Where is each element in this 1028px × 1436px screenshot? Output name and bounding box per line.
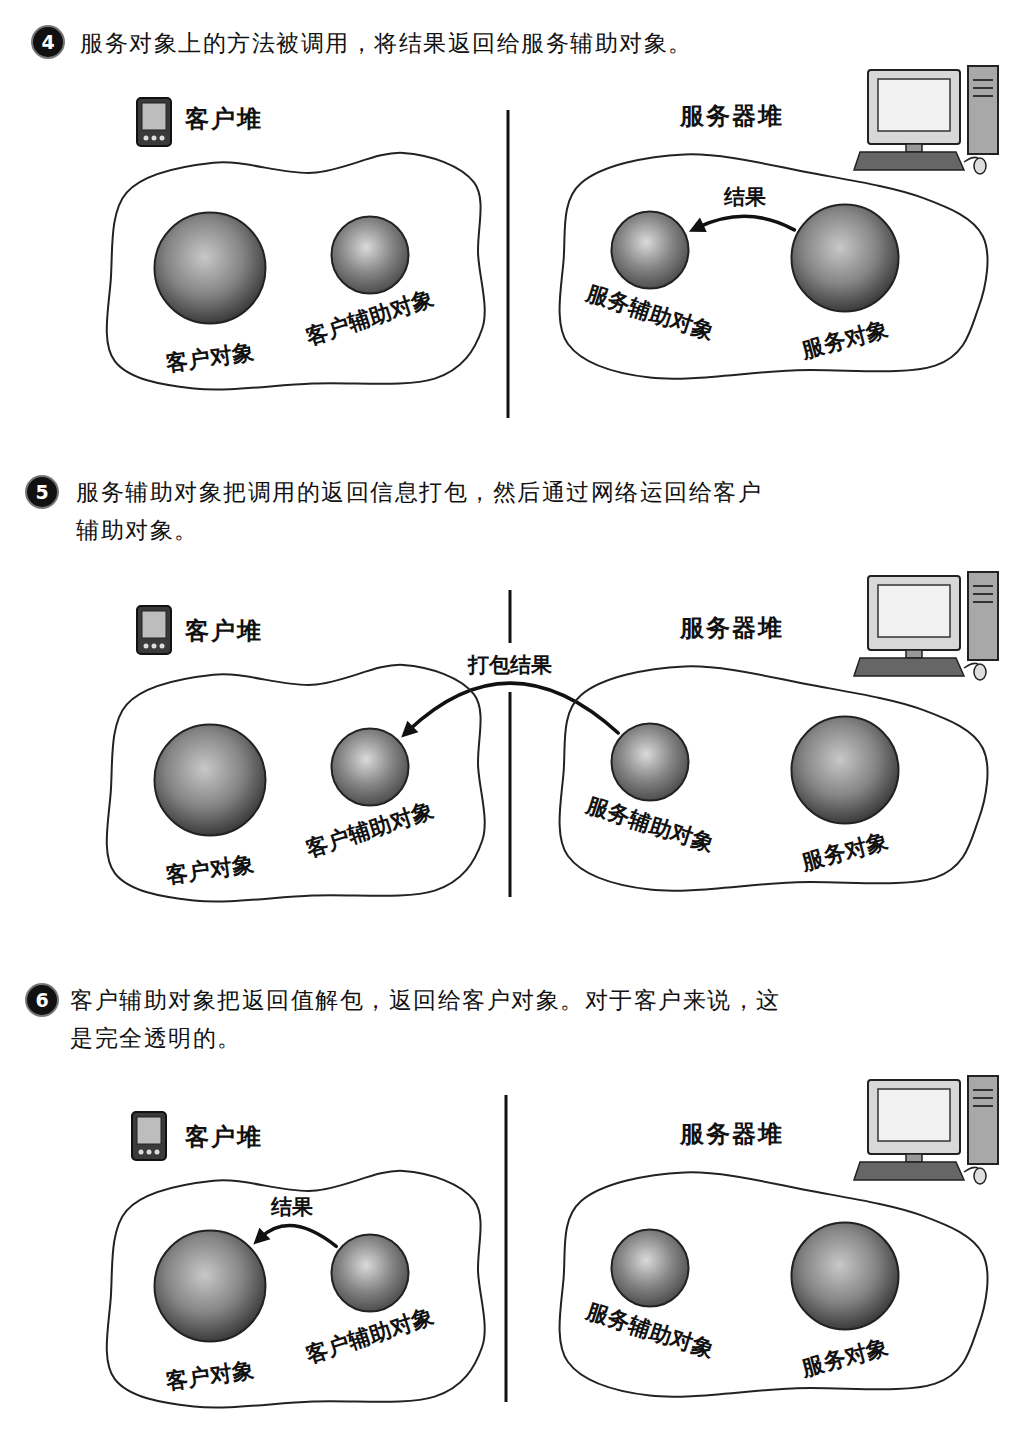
step-text: 服务辅助对象把调用的返回信息打包，然后通过网络运回给客户 辅助对象。 [76,473,776,549]
sphere [790,203,900,313]
object-sphere: 客户对象 [115,723,305,895]
sphere [610,210,690,290]
sphere [153,1229,267,1343]
callout-number: 6 [27,985,57,1015]
step-text: 客户辅助对象把返回值解包，返回给客户对象。对于客户来说，这 是完全透明的。 [70,981,792,1057]
object-sphere: 客户辅助对象 [275,727,465,855]
step-text: 服务对象上的方法被调用，将结果返回给服务辅助对象。 [80,24,980,62]
object-label: 服务对象 [749,813,940,891]
heap-region: 客户堆客户对象客户辅助对象 [95,1113,490,1413]
object-sphere: 服务对象 [750,203,940,365]
heap-heading: 服务器堆 [680,100,784,132]
sphere [790,715,900,825]
sphere [330,1233,410,1313]
heap-heading: 客户堆 [185,1121,263,1153]
heap-region: 服务器堆服务辅助对象服务对象 [555,92,987,384]
edge-label: 结果 [267,1193,317,1221]
heap-heading: 服务器堆 [680,1118,784,1150]
edge-label: 结果 [720,183,770,211]
object-sphere: 客户对象 [115,1229,305,1401]
sphere [153,211,267,325]
result-arrow [689,216,794,232]
callout-number: 4 [33,27,63,57]
sphere [153,723,267,837]
object-label: 客户对象 [114,1348,306,1404]
sphere [610,722,690,802]
object-label: 服务对象 [749,1319,940,1397]
sphere [330,727,410,807]
object-label: 客户对象 [114,842,306,898]
callout-number: 5 [27,477,57,507]
object-sphere: 客户辅助对象 [275,215,465,343]
heap-heading: 客户堆 [185,103,263,135]
pda-icon [137,98,171,146]
heap-region: 客户堆客户对象客户辅助对象 [95,95,490,395]
object-sphere: 客户辅助对象 [275,1233,465,1361]
result-arrow [253,1225,336,1246]
sphere [790,1221,900,1331]
object-sphere: 客户对象 [115,211,305,383]
divider-line [506,110,510,1402]
computer-icon [854,1076,998,1184]
computer-icon [854,66,998,174]
edge-label: 打包结果 [464,651,556,679]
object-sphere: 服务辅助对象 [555,1228,745,1356]
heap-region: 客户堆客户对象客户辅助对象 [95,607,490,907]
object-sphere: 服务辅助对象 [555,210,745,338]
sphere [330,215,410,295]
object-sphere: 服务对象 [750,715,940,877]
heap-region: 服务器堆服务辅助对象服务对象 [555,1110,987,1402]
heap-heading: 客户堆 [185,615,263,647]
computer-icon [854,572,998,680]
pda-icon [132,1112,166,1160]
object-sphere: 服务辅助对象 [555,722,745,850]
object-label: 服务对象 [749,301,940,379]
heap-region: 服务器堆服务辅助对象服务对象 [555,604,987,896]
pda-icon [137,606,171,654]
sphere [610,1228,690,1308]
object-label: 客户对象 [114,330,306,386]
heap-heading: 服务器堆 [680,612,784,644]
object-sphere: 服务对象 [750,1221,940,1383]
